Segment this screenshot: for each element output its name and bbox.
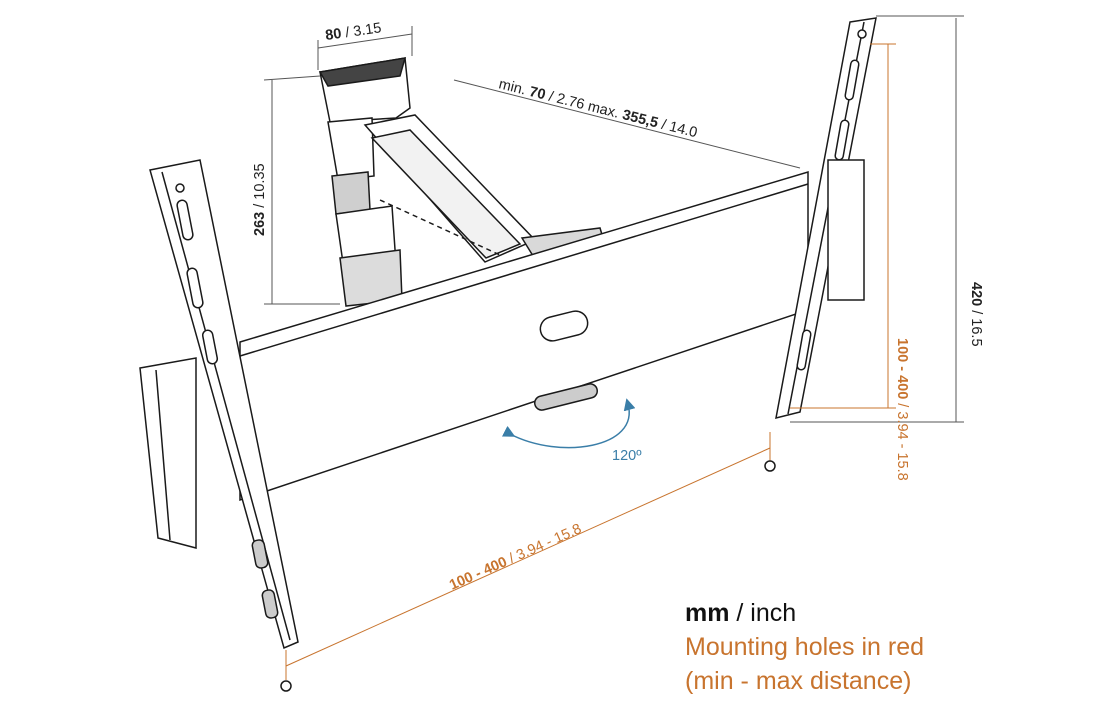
legend: mm / inch Mounting holes in red (min - m…	[685, 596, 924, 698]
label-horizontal-holes: 100 - 400 / 3.94 - 15.8	[447, 521, 584, 594]
wall-block	[139, 357, 197, 549]
legend-mounting-holes: Mounting holes in red	[685, 633, 925, 661]
horizontal-bar	[239, 170, 809, 502]
legend-units: mm / inch	[685, 599, 797, 627]
dimension-lines	[263, 15, 964, 423]
left-tv-bracket	[149, 159, 299, 650]
label-vertical-holes: 100 - 400 / 3.94 - 15.8	[894, 338, 910, 481]
arm-assembly	[318, 57, 607, 307]
label-arm-width: 80 / 3.15	[324, 20, 382, 44]
label-arm-height: 263 / 10.35	[252, 163, 268, 236]
mounting-dimension-lines	[285, 43, 896, 680]
right-tv-bracket	[775, 17, 877, 420]
rotation-arrow-icon	[501, 398, 636, 449]
label-rotation: 120º	[612, 448, 642, 464]
label-plate-height: 420 / 16.5	[968, 282, 984, 347]
hole-marker-left	[280, 680, 292, 692]
label-arm-depth: min. 70 / 2.76 max. 355,5 / 14.0	[497, 76, 699, 141]
hole-marker-right	[764, 460, 776, 472]
legend-min-max: (min - max distance)	[685, 667, 912, 695]
